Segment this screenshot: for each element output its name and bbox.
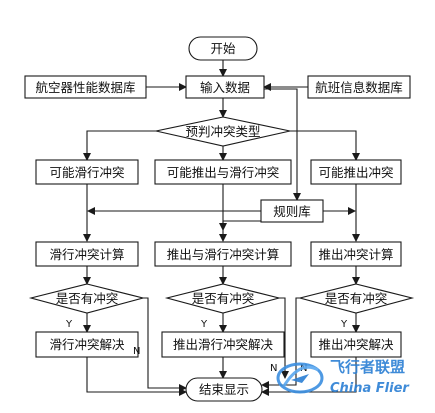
node-rule-db: 规则库 [260,199,324,223]
edges [83,60,360,396]
node-taxi-possible: 可能滑行冲突 [35,159,139,185]
node-end: 结束显示 [185,377,263,402]
branch-yes-2: Y [200,319,208,330]
branch-yes-1: Y [65,319,73,330]
node-start-label: 开始 [210,41,236,56]
node-push-calc: 推出冲突计算 [310,241,402,267]
node-taxi-resolve: 滑行冲突解决 [35,331,139,358]
node-taxi-possible-label: 可能滑行冲突 [49,165,124,180]
node-aircraft-db: 航空器性能数据库 [24,75,147,99]
branch-no-2: N [270,363,277,374]
edge-ruledb-mid [219,220,261,231]
edge-predict-push [290,130,360,161]
watermark-title: 飞行者联盟 [330,358,405,376]
node-push-taxi-calc-label: 推出与滑行冲突计算 [167,247,280,262]
node-push-taxi-possible: 可能推出与滑行冲突 [154,159,292,185]
node-predict: 预判冲突类型 [155,116,291,147]
node-rule-db-label: 规则库 [273,204,311,219]
node-flight-db-label: 航班信息数据库 [315,80,403,95]
branch-yes-3: Y [340,319,348,330]
node-push-resolve: 推出冲突解决 [310,331,402,358]
node-taxi-calc-label: 滑行冲突计算 [49,247,124,262]
node-conflict-q1: 是否有冲突 [28,283,146,314]
node-conflict-q2: 是否有冲突 [164,283,282,314]
node-push-taxi-calc: 推出与滑行冲突计算 [154,241,292,267]
node-push-taxi-possible-label: 可能推出与滑行冲突 [167,165,280,180]
node-push-possible: 可能推出冲突 [310,159,402,185]
node-conflict-q1-label: 是否有冲突 [56,291,119,306]
node-push-possible-label: 可能推出冲突 [318,165,393,180]
node-taxi-calc: 滑行冲突计算 [35,241,139,267]
node-taxi-resolve-label: 滑行冲突解决 [49,337,125,352]
edge-q1-no [143,297,187,392]
edge-input-ruledb [264,88,301,201]
node-aircraft-db-label: 航空器性能数据库 [35,80,135,95]
node-flight-db: 航班信息数据库 [307,75,411,99]
node-input-label: 输入数据 [200,80,250,95]
node-conflict-q3: 是否有冲突 [297,283,415,314]
branch-no-1: N [133,346,140,357]
node-conflict-q2-label: 是否有冲突 [192,291,255,306]
node-push-calc-label: 推出冲突计算 [318,247,393,262]
watermark-subtitle: China Flier [330,381,410,396]
node-push-taxi-resolve-label: 推出滑行冲突解决 [173,337,274,352]
node-conflict-q3-label: 是否有冲突 [325,291,388,306]
node-input: 输入数据 [185,75,265,99]
edge-predict-taxi [83,130,156,161]
node-start: 开始 [188,36,258,61]
node-push-taxi-resolve: 推出滑行冲突解决 [161,331,285,358]
edge-resolve1-end [86,357,187,396]
node-predict-label: 预判冲突类型 [185,124,260,139]
watermark: 飞行者联盟 China Flier [276,358,410,396]
node-end-label: 结束显示 [199,382,249,397]
node-push-resolve-label: 推出冲突解决 [318,337,394,352]
watermark-logo-icon [276,362,324,394]
